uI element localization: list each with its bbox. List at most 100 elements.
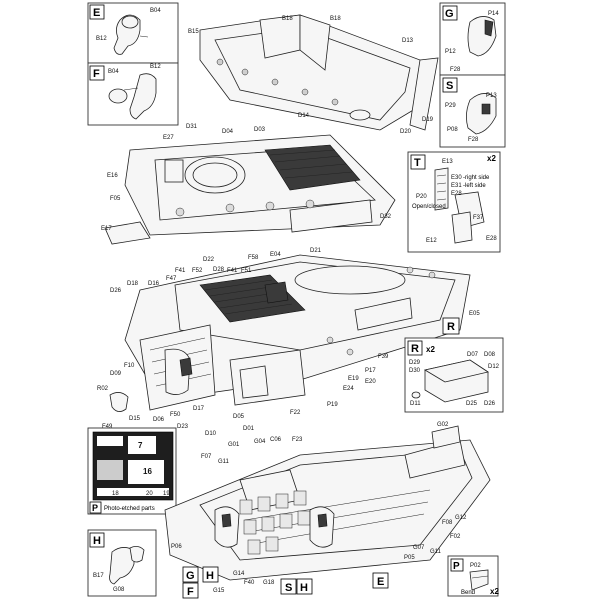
- label-d13: D13: [402, 38, 414, 44]
- label-g08: G08: [113, 587, 125, 593]
- label-p17: P17: [365, 368, 376, 374]
- label-f50: F50: [170, 412, 181, 418]
- pe-number-19: 19: [163, 491, 170, 497]
- section-label-s: S: [446, 80, 453, 92]
- label-d17: D17: [193, 406, 205, 412]
- label-d08: D08: [484, 352, 496, 358]
- label-f28-g: F28: [450, 67, 461, 73]
- label-f05: F05: [110, 196, 121, 202]
- label-p05: P05: [404, 555, 415, 561]
- label-e20: E20: [365, 379, 376, 385]
- label-d21: D21: [310, 248, 322, 254]
- label-g11-a: G11: [218, 459, 230, 465]
- pe-number-7: 7: [138, 441, 143, 450]
- label-d09: D09: [110, 371, 122, 377]
- note-open-closed: Open/closed: [412, 204, 446, 210]
- label-d10: D10: [205, 431, 217, 437]
- label-d07: D07: [467, 352, 479, 358]
- label-f58: F58: [248, 255, 259, 261]
- section-label-g: G: [445, 8, 454, 20]
- label-d19: D19: [422, 117, 434, 123]
- label-e12: E12: [426, 238, 437, 244]
- inset-g: G P14 P12 F28: [439, 2, 506, 76]
- note-x2-p: x2: [490, 587, 499, 596]
- label-d22: D22: [203, 257, 215, 263]
- label-g01: G01: [228, 442, 240, 448]
- label-d12: D12: [488, 364, 500, 370]
- label-e04: E04: [270, 252, 281, 258]
- inset-p-bend: P P02 Bend x2: [447, 555, 499, 597]
- label-d03: D03: [254, 127, 266, 133]
- label-d14: D14: [298, 113, 310, 119]
- label-f51: F51: [241, 268, 252, 274]
- label-e31: E31: [451, 183, 462, 189]
- marker-f: F: [187, 586, 194, 598]
- label-g11-b: G11: [430, 549, 442, 555]
- label-d29: D29: [409, 360, 421, 366]
- inset-f: F B04 B12: [87, 62, 179, 126]
- note-right-side: -right side: [463, 175, 490, 181]
- label-b17: B17: [93, 573, 104, 579]
- label-d26: D26: [110, 288, 122, 294]
- label-f23: F23: [292, 437, 303, 443]
- note-x2-t: x2: [487, 154, 496, 163]
- label-e24: E24: [343, 386, 354, 392]
- label-d30: D30: [409, 368, 421, 374]
- inset-r: R x2 D07 D08 D29 D30 D12 D11 D25 D26: [404, 337, 504, 413]
- label-b18-b: B18: [330, 16, 341, 22]
- label-e28-a: E28: [451, 191, 462, 197]
- label-g12: G12: [455, 515, 467, 521]
- label-b12-e: B12: [96, 36, 107, 42]
- label-e13: E13: [442, 159, 453, 165]
- label-d05: D05: [233, 414, 245, 420]
- label-b04-e: B04: [150, 8, 161, 14]
- marker-e: E: [377, 576, 384, 588]
- section-label-p-pe: P: [92, 503, 98, 513]
- label-f22: F22: [290, 410, 301, 416]
- label-d20: D20: [400, 129, 412, 135]
- label-p20: P20: [416, 194, 427, 200]
- label-p29: P29: [445, 103, 456, 109]
- label-p12: P12: [445, 49, 456, 55]
- bottom-section-markers: G F H S H E: [182, 566, 389, 599]
- label-f49: F49: [102, 424, 113, 430]
- label-d18: D18: [127, 281, 139, 287]
- note-bend: Bend: [461, 590, 475, 596]
- label-p08: P08: [447, 127, 458, 133]
- inset-photo-etched: 7 16 18 20 19 P Photo-etched parts: [87, 427, 177, 515]
- note-x2-r: x2: [426, 345, 435, 354]
- pe-number-20: 20: [146, 491, 153, 497]
- label-g15: G15: [213, 588, 225, 594]
- label-d31: D31: [186, 124, 198, 130]
- label-f10: F10: [124, 363, 135, 369]
- label-f39: F39: [378, 354, 389, 360]
- section-label-e: E: [93, 7, 100, 19]
- marker-s: S: [285, 582, 292, 594]
- label-e28-b: E28: [486, 236, 497, 242]
- label-d25: D25: [466, 401, 478, 407]
- label-d32: D32: [380, 214, 392, 220]
- upper-hull-assembly: B18 B18 B15 D13 D14 D19 D20: [188, 14, 439, 135]
- marker-g: G: [186, 570, 195, 582]
- label-d26-r: D26: [484, 401, 496, 407]
- section-label-h: H: [93, 535, 101, 547]
- label-d16: D16: [148, 281, 160, 287]
- label-p06: P06: [171, 544, 182, 550]
- label-f02: F02: [450, 534, 461, 540]
- label-f41-b: F41: [227, 268, 238, 274]
- inset-t: T x2 E13 E30 -right side E31 -left side …: [407, 151, 501, 253]
- section-label-t: T: [414, 157, 421, 169]
- section-label-p: P: [453, 561, 460, 572]
- label-e05: E05: [469, 311, 480, 317]
- label-f41-a: F41: [175, 268, 186, 274]
- note-photo-etched: Photo-etched parts: [104, 506, 155, 512]
- label-f37: F37: [473, 215, 484, 221]
- lower-hull-assembly: G01 G04 C06 F23 G02 F07 G11 G12 F08 F02 …: [164, 422, 491, 594]
- label-r02: R02: [97, 386, 109, 392]
- note-left-side: -left side: [463, 183, 486, 189]
- label-e27: E27: [163, 135, 174, 141]
- label-d28: D28: [213, 267, 225, 273]
- label-b04-f: B04: [108, 69, 119, 75]
- label-p02: P02: [470, 563, 481, 569]
